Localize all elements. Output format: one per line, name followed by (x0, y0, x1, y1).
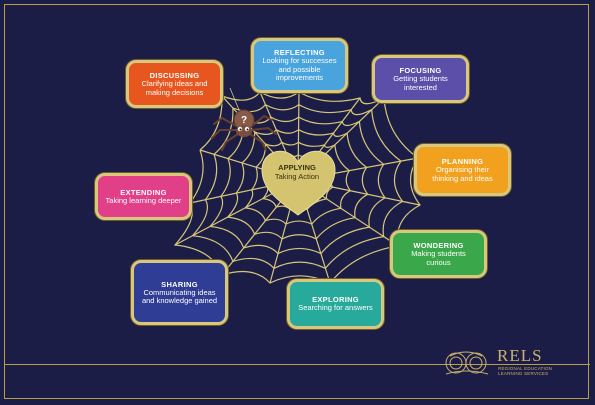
card-focusing: FOCUSING Getting students interested (372, 55, 469, 103)
bottom-divider (4, 364, 590, 365)
card-sharing: SHARING Communicating ideas and knowledg… (131, 260, 228, 325)
card-title: EXPLORING (312, 295, 359, 305)
gold-frame (4, 4, 589, 399)
spider (211, 87, 277, 151)
logo-name: RELS (497, 346, 543, 365)
card-desc: Clarifying ideas and making decisions (141, 79, 208, 97)
card-title: FOCUSING (399, 66, 442, 75)
card-desc: Looking for successes and possible impro… (262, 56, 337, 83)
heart-shape (261, 150, 336, 216)
card-desc: Communicating ideas and knowledge gained (141, 287, 218, 305)
center-heart-label: APPLYING Taking Action (262, 163, 332, 181)
card-desc: Taking learning deeper (105, 195, 182, 205)
card-desc: Organising their thinking and ideas (432, 165, 493, 183)
card-title: DISCUSSING (149, 71, 200, 80)
card-wondering: WONDERING Making students curious (390, 230, 487, 278)
card-desc: Searching for answers (298, 303, 373, 313)
web-ring (173, 91, 421, 284)
web-ring (226, 128, 369, 240)
card-discussing: DISCUSSING Clarifying ideas and making d… (126, 60, 223, 108)
card-planning: PLANNING Organising their thinking and i… (414, 144, 511, 196)
card-desc: Getting students interested (393, 74, 448, 92)
card-exploring: EXPLORING Searching for answers (287, 279, 384, 329)
card-title: REFLECTING (274, 48, 325, 58)
web-ring (244, 141, 352, 225)
logo-emblem-icon (445, 351, 489, 375)
card-title: WONDERING (413, 241, 464, 250)
card-extending: EXTENDING Taking learning deeper (95, 173, 192, 220)
rels-logo: RELS REGIONAL EDUCATION LEARNING SERVICE… (442, 346, 582, 380)
center-title: APPLYING (278, 163, 316, 172)
logo-tagline: REGIONAL EDUCATION LEARNING SERVICES (498, 366, 553, 376)
web-ring (208, 116, 387, 255)
center-desc: Taking Action (274, 172, 320, 181)
card-reflecting: REFLECTING Looking for successes and pos… (251, 38, 348, 93)
card-title: SHARING (161, 279, 198, 289)
card-desc: Making students curious (411, 249, 466, 267)
web-ring (191, 103, 404, 270)
card-title: PLANNING (441, 157, 484, 166)
spider-question-mark: ? (241, 115, 247, 126)
card-title: EXTENDING (120, 187, 167, 197)
